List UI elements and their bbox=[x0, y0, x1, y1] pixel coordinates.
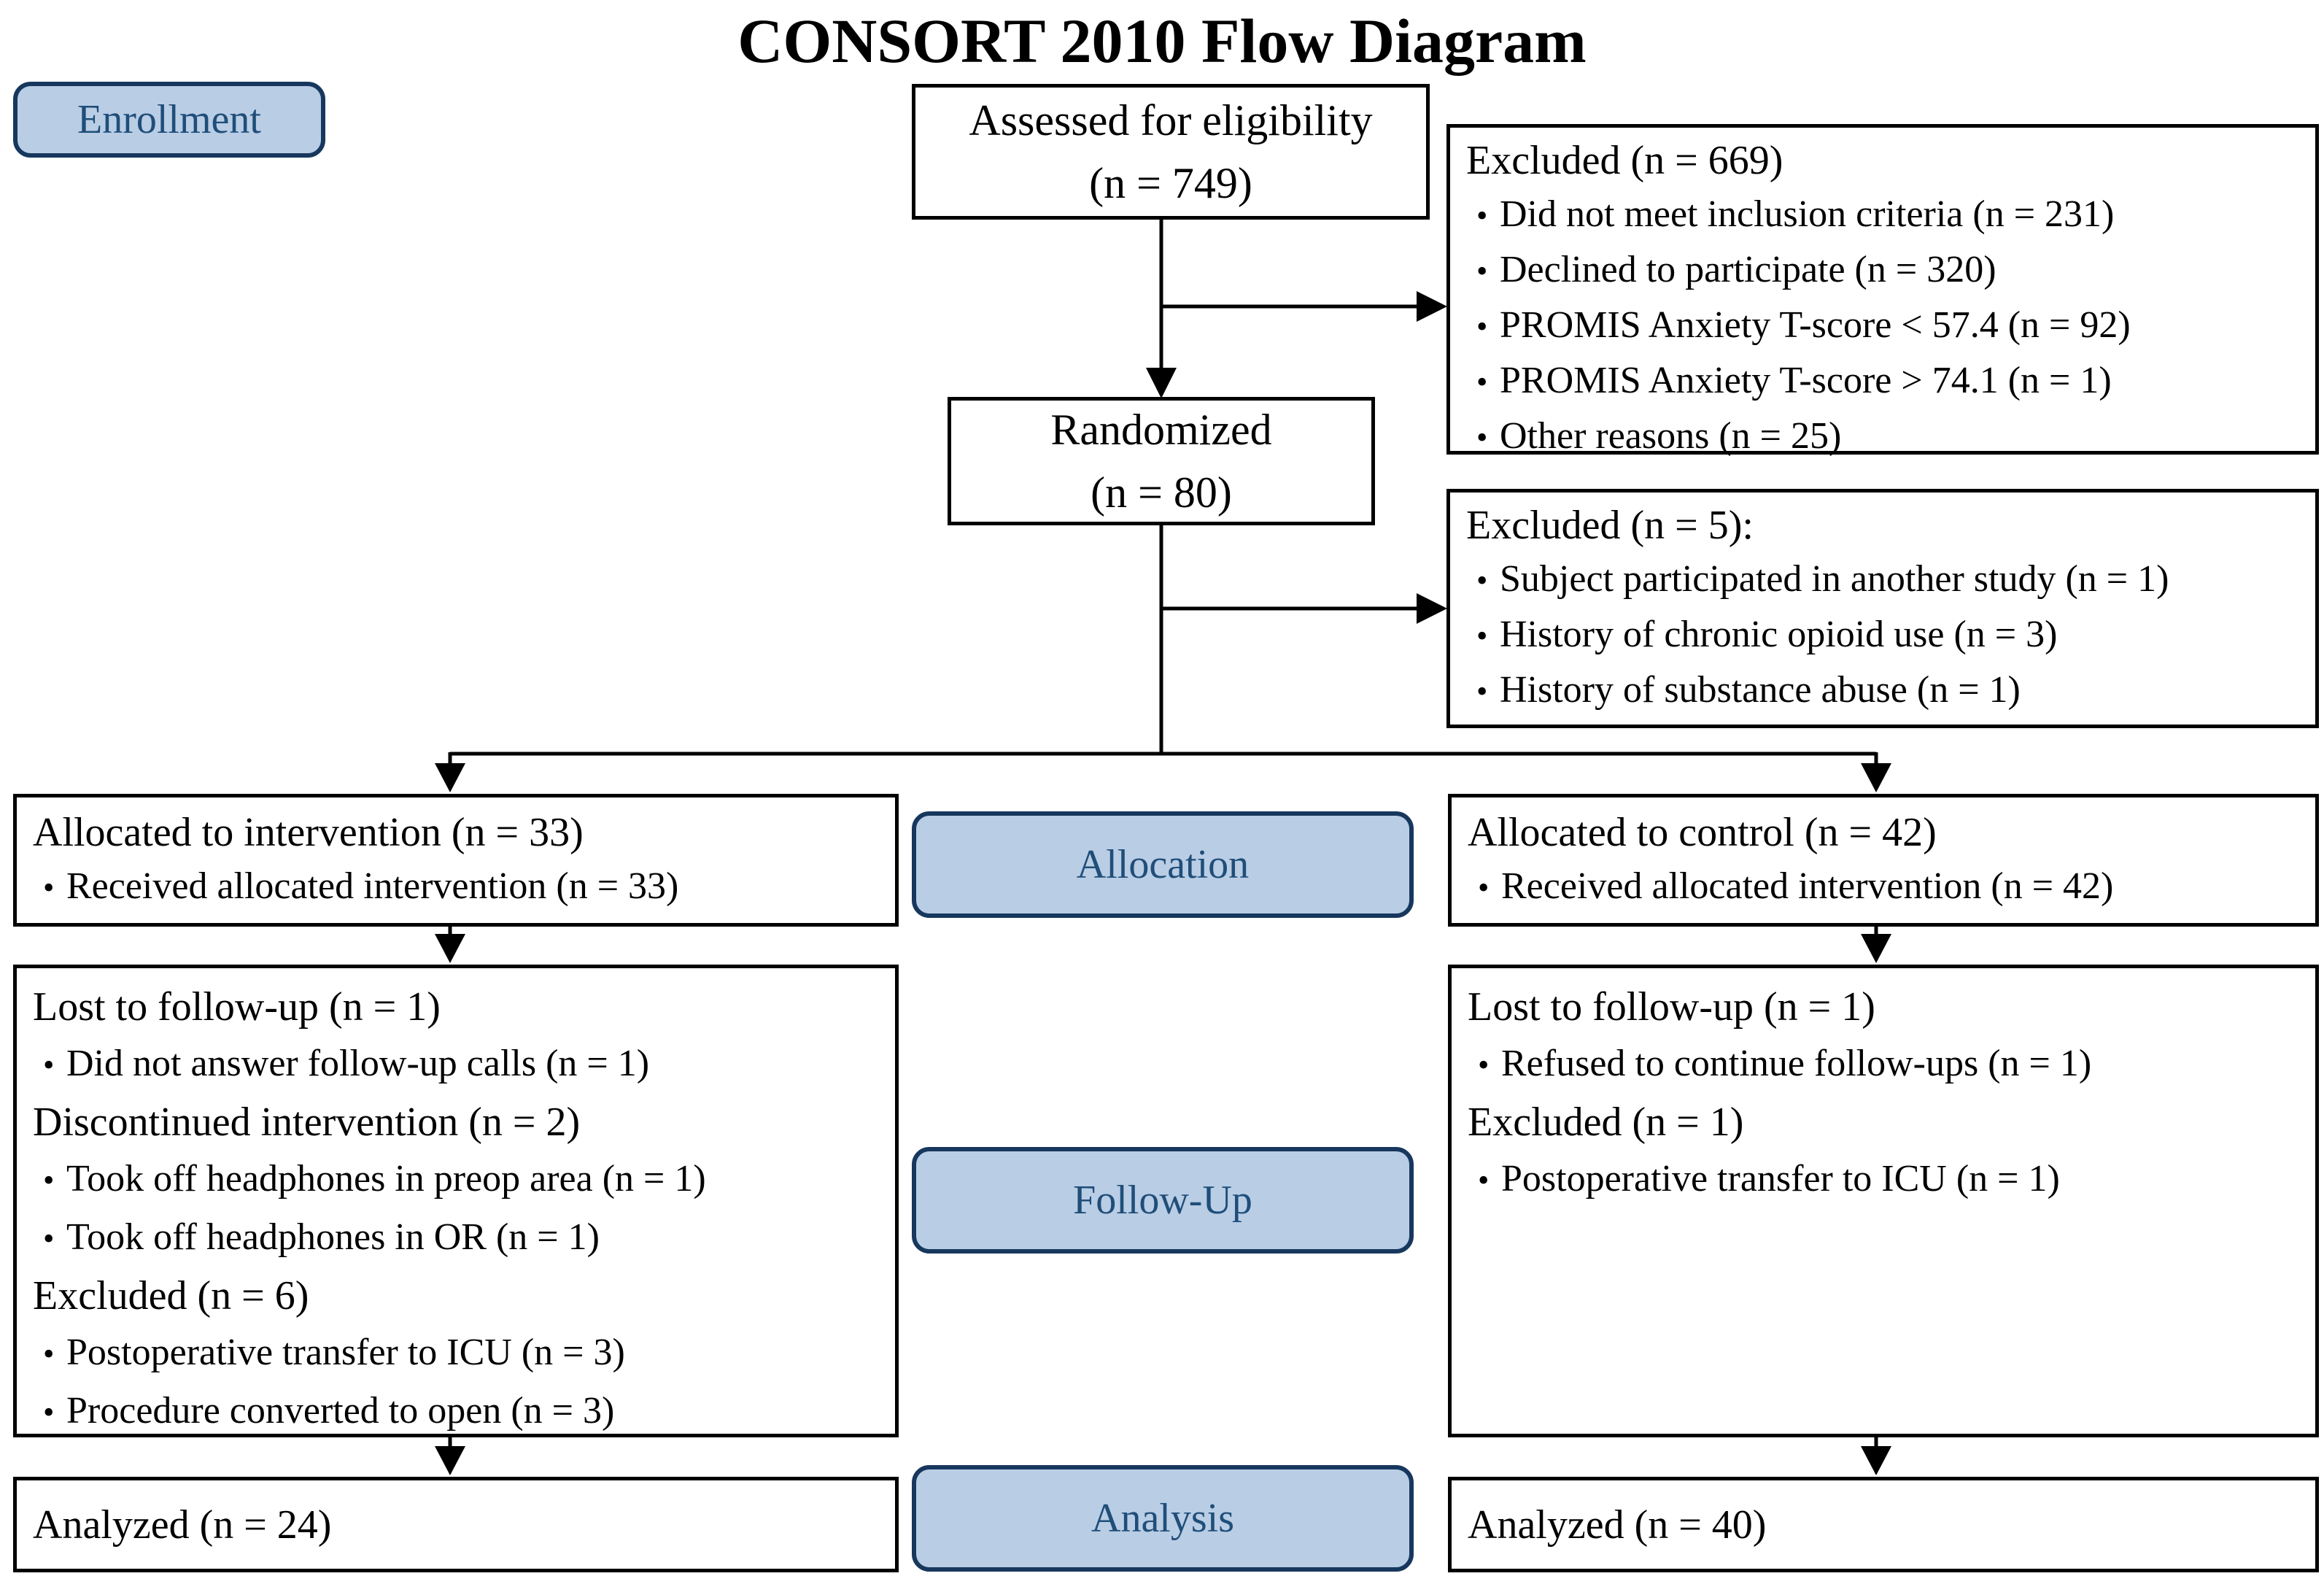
analyzed-intervention-heading: Analyzed (n = 24) bbox=[33, 1502, 332, 1548]
bullet-icon: • bbox=[43, 1394, 55, 1430]
allocated-control-heading: Allocated to control (n = 42) bbox=[1468, 810, 1937, 855]
arrowhead-right-icon bbox=[1417, 291, 1447, 322]
arrowhead-right-icon bbox=[1417, 593, 1447, 624]
analyzed-control-box: Analyzed (n = 40) bbox=[1448, 1477, 2319, 1572]
list-item-text: Subject participated in another study (n… bbox=[1500, 558, 2169, 600]
stage-label-enrollment-text: Enrollment bbox=[77, 97, 261, 142]
followup-section-heading: Discontinued intervention (n = 2) bbox=[33, 1100, 581, 1145]
list-item-text: Did not meet inclusion criteria (n = 231… bbox=[1500, 193, 2115, 235]
stage-label-allocation: Allocation bbox=[912, 811, 1414, 918]
stage-label-followup: Follow-Up bbox=[912, 1147, 1414, 1254]
arrowhead-down-icon bbox=[435, 1446, 465, 1475]
list-item: • Procedure converted to open (n = 3) bbox=[33, 1383, 882, 1441]
list-item: • Postoperative transfer to ICU (n = 1) bbox=[1468, 1151, 2302, 1209]
excluded-randomized-box: Excluded (n = 5): • Subject participated … bbox=[1446, 489, 2319, 728]
arrowhead-down-icon bbox=[435, 934, 465, 963]
allocated-intervention-box: Allocated to intervention (n = 33) • Rece… bbox=[13, 794, 899, 927]
list-item: • Other reasons (n = 25) bbox=[1466, 409, 2302, 465]
followup-section-heading: Excluded (n = 1) bbox=[1468, 1100, 1744, 1145]
followup-section-heading: Excluded (n = 6) bbox=[33, 1273, 309, 1318]
allocated-intervention-heading: Allocated to intervention (n = 33) bbox=[33, 810, 584, 855]
randomized-line1: Randomized bbox=[1050, 406, 1272, 454]
bullet-icon: • bbox=[43, 870, 55, 905]
list-item: • PROMIS Anxiety T-score < 57.4 (n = 92) bbox=[1466, 298, 2302, 354]
list-item-text: Took off headphones in preop area (n = 1… bbox=[66, 1158, 706, 1200]
bullet-icon: • bbox=[1476, 673, 1488, 709]
excluded-enrollment-heading: Excluded (n = 669) bbox=[1466, 138, 1783, 183]
list-item-text: Refused to continue follow-ups (n = 1) bbox=[1501, 1043, 2092, 1084]
stage-label-analysis-text: Analysis bbox=[1091, 1496, 1234, 1541]
page-title: CONSORT 2010 Flow Diagram bbox=[737, 6, 1587, 76]
randomized-line2: (n = 80) bbox=[1091, 468, 1232, 517]
stage-label-followup-text: Follow-Up bbox=[1073, 1178, 1252, 1223]
arrowhead-down-icon bbox=[435, 763, 465, 792]
stage-label-enrollment: Enrollment bbox=[13, 82, 325, 158]
bullet-icon: • bbox=[1476, 198, 1488, 233]
list-item-text: History of substance abuse (n = 1) bbox=[1500, 669, 2021, 711]
bullet-icon: • bbox=[1476, 364, 1488, 400]
list-item: • Subject participated in another study (… bbox=[1466, 552, 2302, 608]
list-item: • History of chronic opioid use (n = 3) bbox=[1466, 608, 2302, 663]
bullet-icon: • bbox=[43, 1047, 55, 1083]
bullet-icon: • bbox=[1478, 1162, 1490, 1198]
excluded-enrollment-box: Excluded (n = 669) • Did not meet inclusi… bbox=[1446, 124, 2319, 457]
list-item: • Took off headphones in OR (n = 1) bbox=[33, 1209, 882, 1267]
list-item-text: Other reasons (n = 25) bbox=[1500, 415, 1842, 457]
list-item-text: History of chronic opioid use (n = 3) bbox=[1500, 614, 2058, 655]
bullet-icon: • bbox=[1476, 253, 1488, 289]
list-item: • Received allocated intervention (n = 42… bbox=[1468, 860, 2302, 915]
list-item-text: PROMIS Anxiety T-score < 57.4 (n = 92) bbox=[1500, 304, 2131, 346]
followup-section-heading: Lost to follow-up (n = 1) bbox=[1468, 984, 1875, 1030]
analyzed-control-heading: Analyzed (n = 40) bbox=[1468, 1502, 1767, 1548]
list-item: • Refused to continue follow-ups (n = 1) bbox=[1468, 1035, 2302, 1094]
followup-intervention-box: Lost to follow-up (n = 1) • Did not answe… bbox=[13, 965, 899, 1437]
bullet-icon: • bbox=[43, 1221, 55, 1256]
list-item: • Did not answer follow-up calls (n = 1) bbox=[33, 1035, 882, 1094]
arrowhead-down-icon bbox=[1861, 1446, 1891, 1475]
list-item: • Did not meet inclusion criteria (n = 23… bbox=[1466, 188, 2302, 243]
stage-label-allocation-text: Allocation bbox=[1076, 842, 1250, 887]
followup-section-heading: Lost to follow-up (n = 1) bbox=[33, 984, 441, 1030]
arrowhead-down-icon bbox=[1861, 763, 1891, 792]
list-item-text: Declined to participate (n = 320) bbox=[1500, 249, 1996, 290]
randomized-box: Randomized (n = 80) bbox=[948, 397, 1375, 525]
stage-label-analysis: Analysis bbox=[912, 1465, 1414, 1572]
list-item-text: Postoperative transfer to ICU (n = 1) bbox=[1501, 1158, 2060, 1200]
list-item: • History of substance abuse (n = 1) bbox=[1466, 663, 2302, 719]
list-item-text: Did not answer follow-up calls (n = 1) bbox=[66, 1043, 650, 1084]
list-item-text: Received allocated intervention (n = 42) bbox=[1501, 865, 2114, 907]
arrowhead-down-icon bbox=[1861, 934, 1891, 963]
arrowhead-down-icon bbox=[1146, 368, 1177, 398]
excluded-randomized-heading: Excluded (n = 5): bbox=[1466, 503, 1754, 548]
bullet-icon: • bbox=[1478, 870, 1490, 905]
assessed-box: Assessed for eligibility (n = 749) bbox=[912, 84, 1430, 220]
bullet-icon: • bbox=[1476, 309, 1488, 344]
bullet-icon: • bbox=[1476, 420, 1488, 455]
bullet-icon: • bbox=[1476, 563, 1488, 598]
list-item-text: Postoperative transfer to ICU (n = 3) bbox=[66, 1332, 625, 1373]
bullet-icon: • bbox=[1478, 1047, 1490, 1083]
assessed-line2: (n = 749) bbox=[1089, 159, 1252, 207]
bullet-icon: • bbox=[1476, 618, 1488, 654]
list-item: • Declined to participate (n = 320) bbox=[1466, 243, 2302, 298]
list-item-text: PROMIS Anxiety T-score > 74.1 (n = 1) bbox=[1500, 360, 2112, 401]
list-item-text: Procedure converted to open (n = 3) bbox=[66, 1390, 615, 1432]
list-item: • Took off headphones in preop area (n = … bbox=[33, 1151, 882, 1209]
analyzed-intervention-box: Analyzed (n = 24) bbox=[13, 1477, 899, 1572]
allocated-control-box: Allocated to control (n = 42) • Received … bbox=[1448, 794, 2319, 927]
bullet-icon: • bbox=[43, 1336, 55, 1372]
list-item: • Postoperative transfer to ICU (n = 3) bbox=[33, 1324, 882, 1383]
followup-control-box: Lost to follow-up (n = 1) • Refused to co… bbox=[1448, 965, 2319, 1437]
list-item: • Received allocated intervention (n = 33… bbox=[33, 860, 882, 915]
assessed-line1: Assessed for eligibility bbox=[969, 96, 1373, 144]
list-item: • PROMIS Anxiety T-score > 74.1 (n = 1) bbox=[1466, 354, 2302, 409]
list-item-text: Received allocated intervention (n = 33) bbox=[66, 865, 679, 907]
bullet-icon: • bbox=[43, 1162, 55, 1198]
list-item-text: Took off headphones in OR (n = 1) bbox=[66, 1216, 600, 1258]
